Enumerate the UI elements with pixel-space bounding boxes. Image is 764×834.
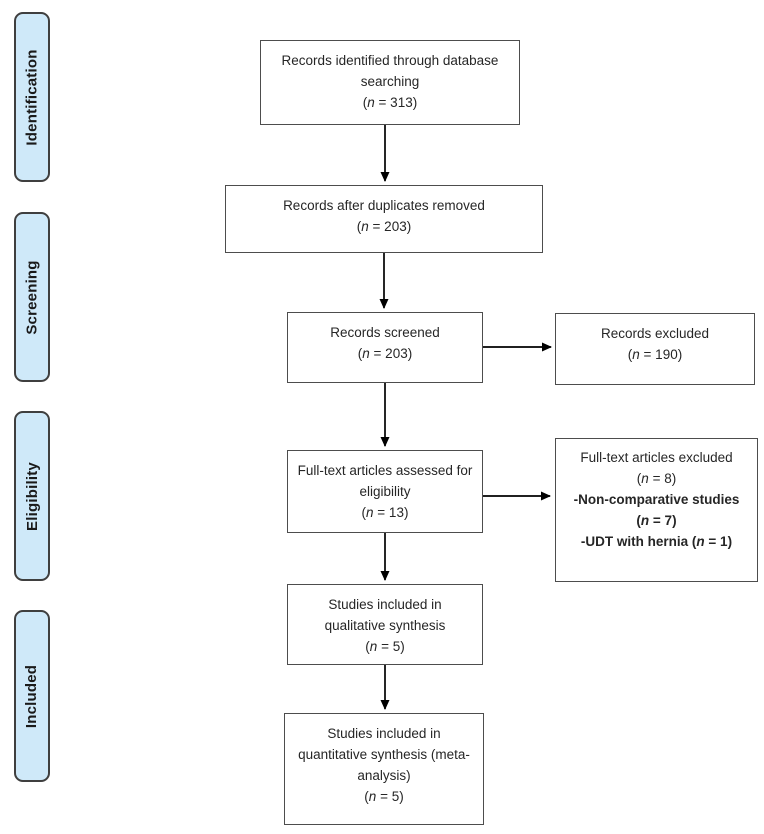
box-text-line: (n = 8) [636,471,677,486]
box-text-line: quantitative synthesis (meta- [298,747,470,762]
box-text: Full-text articles excluded (n = 8) -Non-c… [556,439,757,552]
box-text-line: Studies included in [327,726,441,741]
box-text: Records screened (n = 203) [288,313,482,364]
flow-box-records-identified: Records identified through database searc… [260,40,520,125]
box-text-line: (n = 13) [361,505,409,520]
flow-box-quantitative-synthesis: Studies included in quantitative synthesi… [284,713,484,825]
box-text-line: -Non-comparative studies [573,492,740,507]
stage-label-text: Screening [23,259,41,335]
box-text-line: (n = 5) [365,639,405,654]
box-text-line: (n = 313) [362,95,418,110]
stage-label-text: Eligibility [23,461,41,531]
box-text-line: qualitative synthesis [324,618,446,633]
flow-box-records-screened: Records screened (n = 203) [287,312,483,383]
box-text: Records excluded (n = 190) [556,314,754,365]
stage-label-identification: Identification [14,12,50,182]
flow-box-qualitative-synthesis: Studies included in qualitative synthesis… [287,584,483,665]
box-text: Full-text articles assessed for eligibili… [288,451,482,523]
box-text-line: analysis) [357,768,411,783]
box-text-line: searching [360,74,420,89]
box-text-line: (n = 203) [357,346,413,361]
box-text-line: Records screened [330,325,440,340]
stage-label-text: Identification [23,48,41,146]
box-text: Studies included in qualitative synthesis… [288,585,482,657]
stage-label-eligibility: Eligibility [14,411,50,581]
box-text-line: Full-text articles assessed for [297,463,473,478]
stage-label-screening: Screening [14,212,50,382]
box-text: Records identified through database searc… [261,41,519,113]
box-text-line: Full-text articles excluded [580,450,733,465]
box-text-line: Studies included in [328,597,442,612]
box-text-line: Records excluded [600,326,710,341]
box-text-line: Records after duplicates removed [283,198,485,213]
box-text-line: eligibility [359,484,411,499]
flow-box-records-excluded: Records excluded (n = 190) [555,313,755,385]
box-text: Studies included in quantitative synthesi… [285,714,483,807]
box-text-line: (n = 5) [364,789,404,804]
box-text-line: (n = 190) [627,347,683,362]
box-text-line: (n = 7) [636,513,677,528]
flow-box-duplicates-removed: Records after duplicates removed (n = 203… [225,185,543,253]
box-text-line: (n = 203) [356,219,412,234]
stage-label-text: Included [23,664,41,728]
flow-box-fulltext-assessed: Full-text articles assessed for eligibili… [287,450,483,533]
box-text-line: Records identified through database [281,53,499,68]
flow-box-fulltext-excluded: Full-text articles excluded (n = 8) -Non-c… [555,438,758,582]
stage-label-included: Included [14,610,50,782]
box-text-line: -UDT with hernia (n = 1) [580,534,733,549]
box-text: Records after duplicates removed (n = 203… [226,186,542,237]
